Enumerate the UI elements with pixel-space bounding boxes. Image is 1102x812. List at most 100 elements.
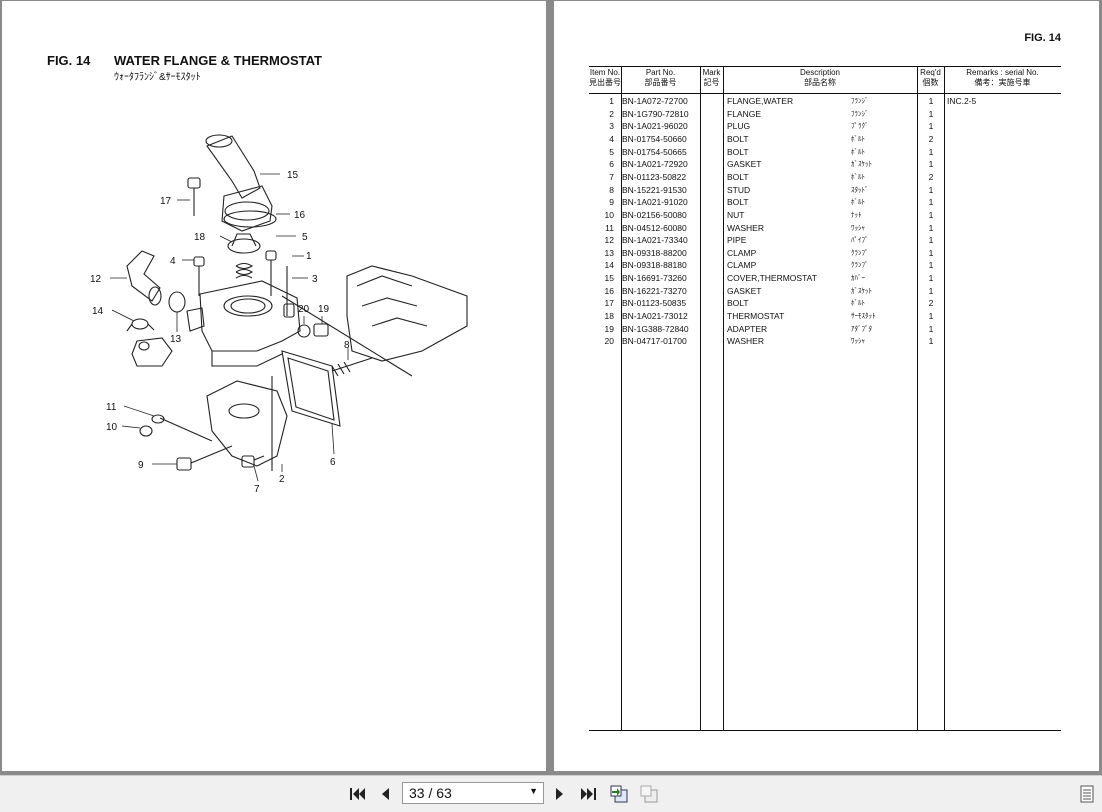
cell-qty: 1 (928, 184, 934, 195)
callout-4: 4 (170, 256, 176, 267)
callout-7: 7 (254, 484, 260, 495)
cell-qty: 1 (928, 159, 934, 170)
engine-block-shape (346, 265, 468, 362)
cell-qty: 2 (928, 171, 934, 182)
callout-6: 6 (330, 457, 336, 468)
cell-desc: BOLT (727, 197, 749, 208)
cell-no: 18 (604, 311, 614, 322)
cell-desc: THERMOSTAT (727, 311, 785, 322)
previous-page-button[interactable] (374, 783, 396, 805)
cell-part: BN-16691-73260 (622, 273, 687, 284)
cell-part: BN-1A021-91020 (622, 197, 688, 208)
cell-no: 20 (604, 336, 614, 347)
cell-part: BN-15221-91530 (622, 184, 687, 195)
cell-jp: ｱﾀﾞﾌﾟﾀ (851, 325, 872, 333)
first-page-button[interactable] (346, 783, 368, 805)
cell-no: 19 (604, 323, 614, 334)
cell-part: BN-1G388-72840 (622, 323, 689, 334)
callout-1: 1 (306, 251, 312, 262)
cell-jp: ｸﾗﾝﾌﾟ (851, 249, 869, 257)
cell-part: BN-1A021-73340 (622, 235, 688, 246)
last-page-button[interactable] (578, 783, 600, 805)
cell-no: 1 (609, 96, 614, 106)
callout-8: 8 (344, 340, 350, 351)
callout-13: 13 (170, 334, 182, 345)
callout-12: 12 (90, 274, 102, 285)
cell-qty: 2 (928, 133, 934, 144)
callout-15: 15 (287, 170, 299, 181)
first-page-icon (350, 788, 365, 800)
cell-no: 5 (609, 146, 614, 157)
cell-part: BN-01123-50822 (622, 171, 687, 182)
cell-qty: 1 (928, 197, 934, 208)
cell-desc: NUT (727, 209, 745, 220)
copy-page-button[interactable] (608, 783, 630, 805)
cell-no: 12 (604, 235, 614, 246)
cell-no: 2 (609, 108, 614, 119)
cell-jp: ﾊﾟｲﾌﾟ (851, 237, 869, 245)
next-page-button[interactable] (549, 783, 571, 805)
cell-part: BN-1A021-72920 (622, 159, 688, 170)
cell-jp: ﾎﾞﾙﾄ (851, 135, 865, 143)
cell-no: 13 (604, 247, 614, 258)
callout-17: 17 (160, 196, 172, 207)
figure-number-right: FIG. 14 (1024, 32, 1061, 44)
document-menu-button[interactable] (1076, 783, 1098, 805)
copy-page-icon (610, 785, 628, 803)
two-page-view-icon (640, 785, 658, 803)
cell-part: BN-1G790-72810 (622, 108, 689, 119)
cell-part: BN-09318-88180 (622, 260, 687, 271)
cell-jp: ﾅｯﾄ (851, 211, 862, 219)
cell-no: 6 (609, 159, 614, 170)
cell-jp: ｶﾞｽｹｯﾄ (851, 161, 872, 169)
last-page-icon (581, 788, 596, 800)
page-selector[interactable]: 33 / 63 ▼ (402, 782, 544, 804)
header-part-no: Part No.部品番号 (644, 68, 677, 87)
cell-qty: 1 (928, 209, 934, 220)
callout-14: 14 (92, 306, 104, 317)
cell-no: 17 (604, 298, 614, 309)
cell-desc: PLUG (727, 121, 751, 132)
cell-no: 4 (609, 133, 614, 144)
cell-no: 10 (604, 209, 614, 220)
cell-desc: FLANGE (727, 108, 762, 119)
cell-part: BN-1A072-72700 (622, 96, 688, 106)
cell-qty: 1 (928, 121, 934, 132)
cell-jp: ﾎﾞﾙﾄ (851, 199, 865, 207)
cell-desc: COVER,THERMOSTAT (727, 273, 817, 284)
callout-11: 11 (106, 402, 117, 413)
callout-20: 20 (298, 304, 310, 315)
cell-part: BN-01123-50835 (622, 298, 687, 309)
cell-desc: WASHER (727, 336, 764, 347)
cell-desc: CLAMP (727, 260, 757, 271)
cell-part: BN-09318-88200 (622, 247, 687, 258)
cell-no: 3 (609, 121, 614, 132)
cell-jp: ﾎﾞﾙﾄ (851, 148, 865, 156)
viewer-toolbar: 33 / 63 ▼ (0, 775, 1102, 812)
cell-qty: 1 (928, 323, 934, 334)
next-page-icon (556, 788, 563, 800)
two-page-view-button[interactable] (638, 783, 660, 805)
left-page: FIG. 14 WATER FLANGE & THERMOSTAT ｳｫｰﾀﾌﾗ… (2, 1, 546, 771)
cell-desc: FLANGE,WATER (727, 96, 794, 106)
cell-qty: 1 (928, 273, 934, 284)
previous-page-icon (382, 788, 389, 800)
cell-jp: ﾌﾗﾝｼﾞ (851, 110, 869, 118)
callout-10: 10 (106, 422, 118, 433)
cell-desc: GASKET (727, 159, 762, 170)
